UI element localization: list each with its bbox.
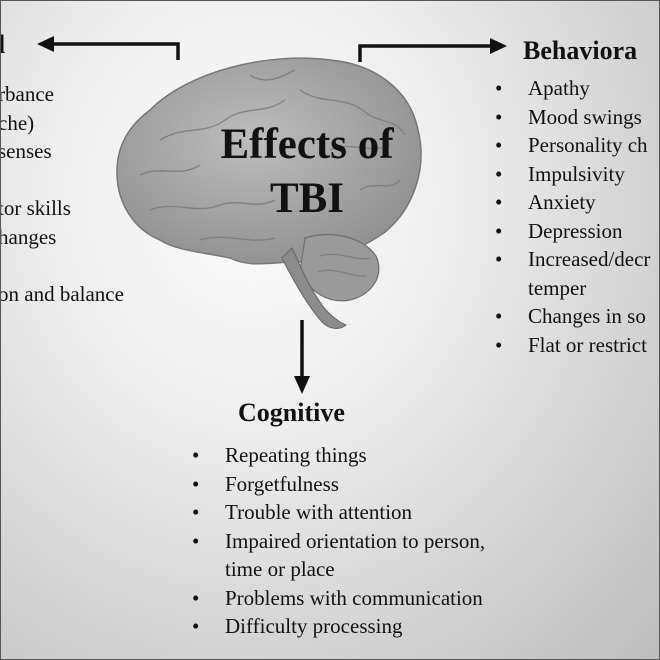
behavioral-heading: Behaviora xyxy=(523,36,638,65)
list-item: Anxiety xyxy=(495,188,650,217)
list-item xyxy=(0,166,124,195)
arrow-head-behavioral xyxy=(490,38,507,54)
behavioral-list: ApathyMood swingsPersonality chImpulsivi… xyxy=(495,74,650,359)
list-item: rbance xyxy=(0,82,54,106)
list-item: Increased/decr xyxy=(495,245,650,274)
list-item: Impaired orientation to person, xyxy=(192,527,485,556)
list-item: Repeating things xyxy=(192,441,485,470)
list-item: Changes in so xyxy=(495,302,650,331)
physical-list: rbance che) senses tor skills hanges on an… xyxy=(0,80,124,308)
title-line-2: TBI xyxy=(269,175,345,222)
list-item: Problems with communication xyxy=(192,584,485,613)
physical-heading: l xyxy=(0,30,6,59)
diagram-title: Effects of TBI xyxy=(172,118,442,226)
brain-folds xyxy=(139,69,406,277)
brain-stem xyxy=(281,247,347,329)
list-item: Trouble with attention xyxy=(192,498,485,527)
arrow-to-behavioral xyxy=(358,44,492,62)
cognitive-heading: Cognitive xyxy=(238,398,345,427)
list-item: Apathy xyxy=(495,74,650,103)
arrow-head-cognitive xyxy=(294,376,310,394)
list-item: che) xyxy=(0,110,35,135)
title-line-1: Effects of xyxy=(220,121,394,168)
list-item: Depression xyxy=(495,217,650,246)
arrow-to-physical xyxy=(52,42,180,60)
cognitive-list: Repeating thingsForgetfulnessTrouble wit… xyxy=(192,441,485,641)
arrow-head-physical xyxy=(37,36,54,52)
list-item: Personality ch xyxy=(495,131,650,160)
list-item: Impulsivity xyxy=(495,160,650,189)
list-item: Flat or restrict xyxy=(495,331,650,360)
list-item: temper xyxy=(528,275,587,300)
list-item: time or place xyxy=(225,557,335,581)
brain-cerebellum xyxy=(299,233,380,302)
list-item: Mood swings xyxy=(495,103,650,132)
list-item: on and balance xyxy=(0,281,124,306)
list-item: senses xyxy=(0,139,52,163)
list-item xyxy=(0,251,124,280)
list-item: tor skills xyxy=(0,196,71,220)
list-item: Difficulty processing xyxy=(192,612,485,641)
list-item: Forgetfulness xyxy=(192,470,485,499)
list-item: hanges xyxy=(0,224,57,249)
